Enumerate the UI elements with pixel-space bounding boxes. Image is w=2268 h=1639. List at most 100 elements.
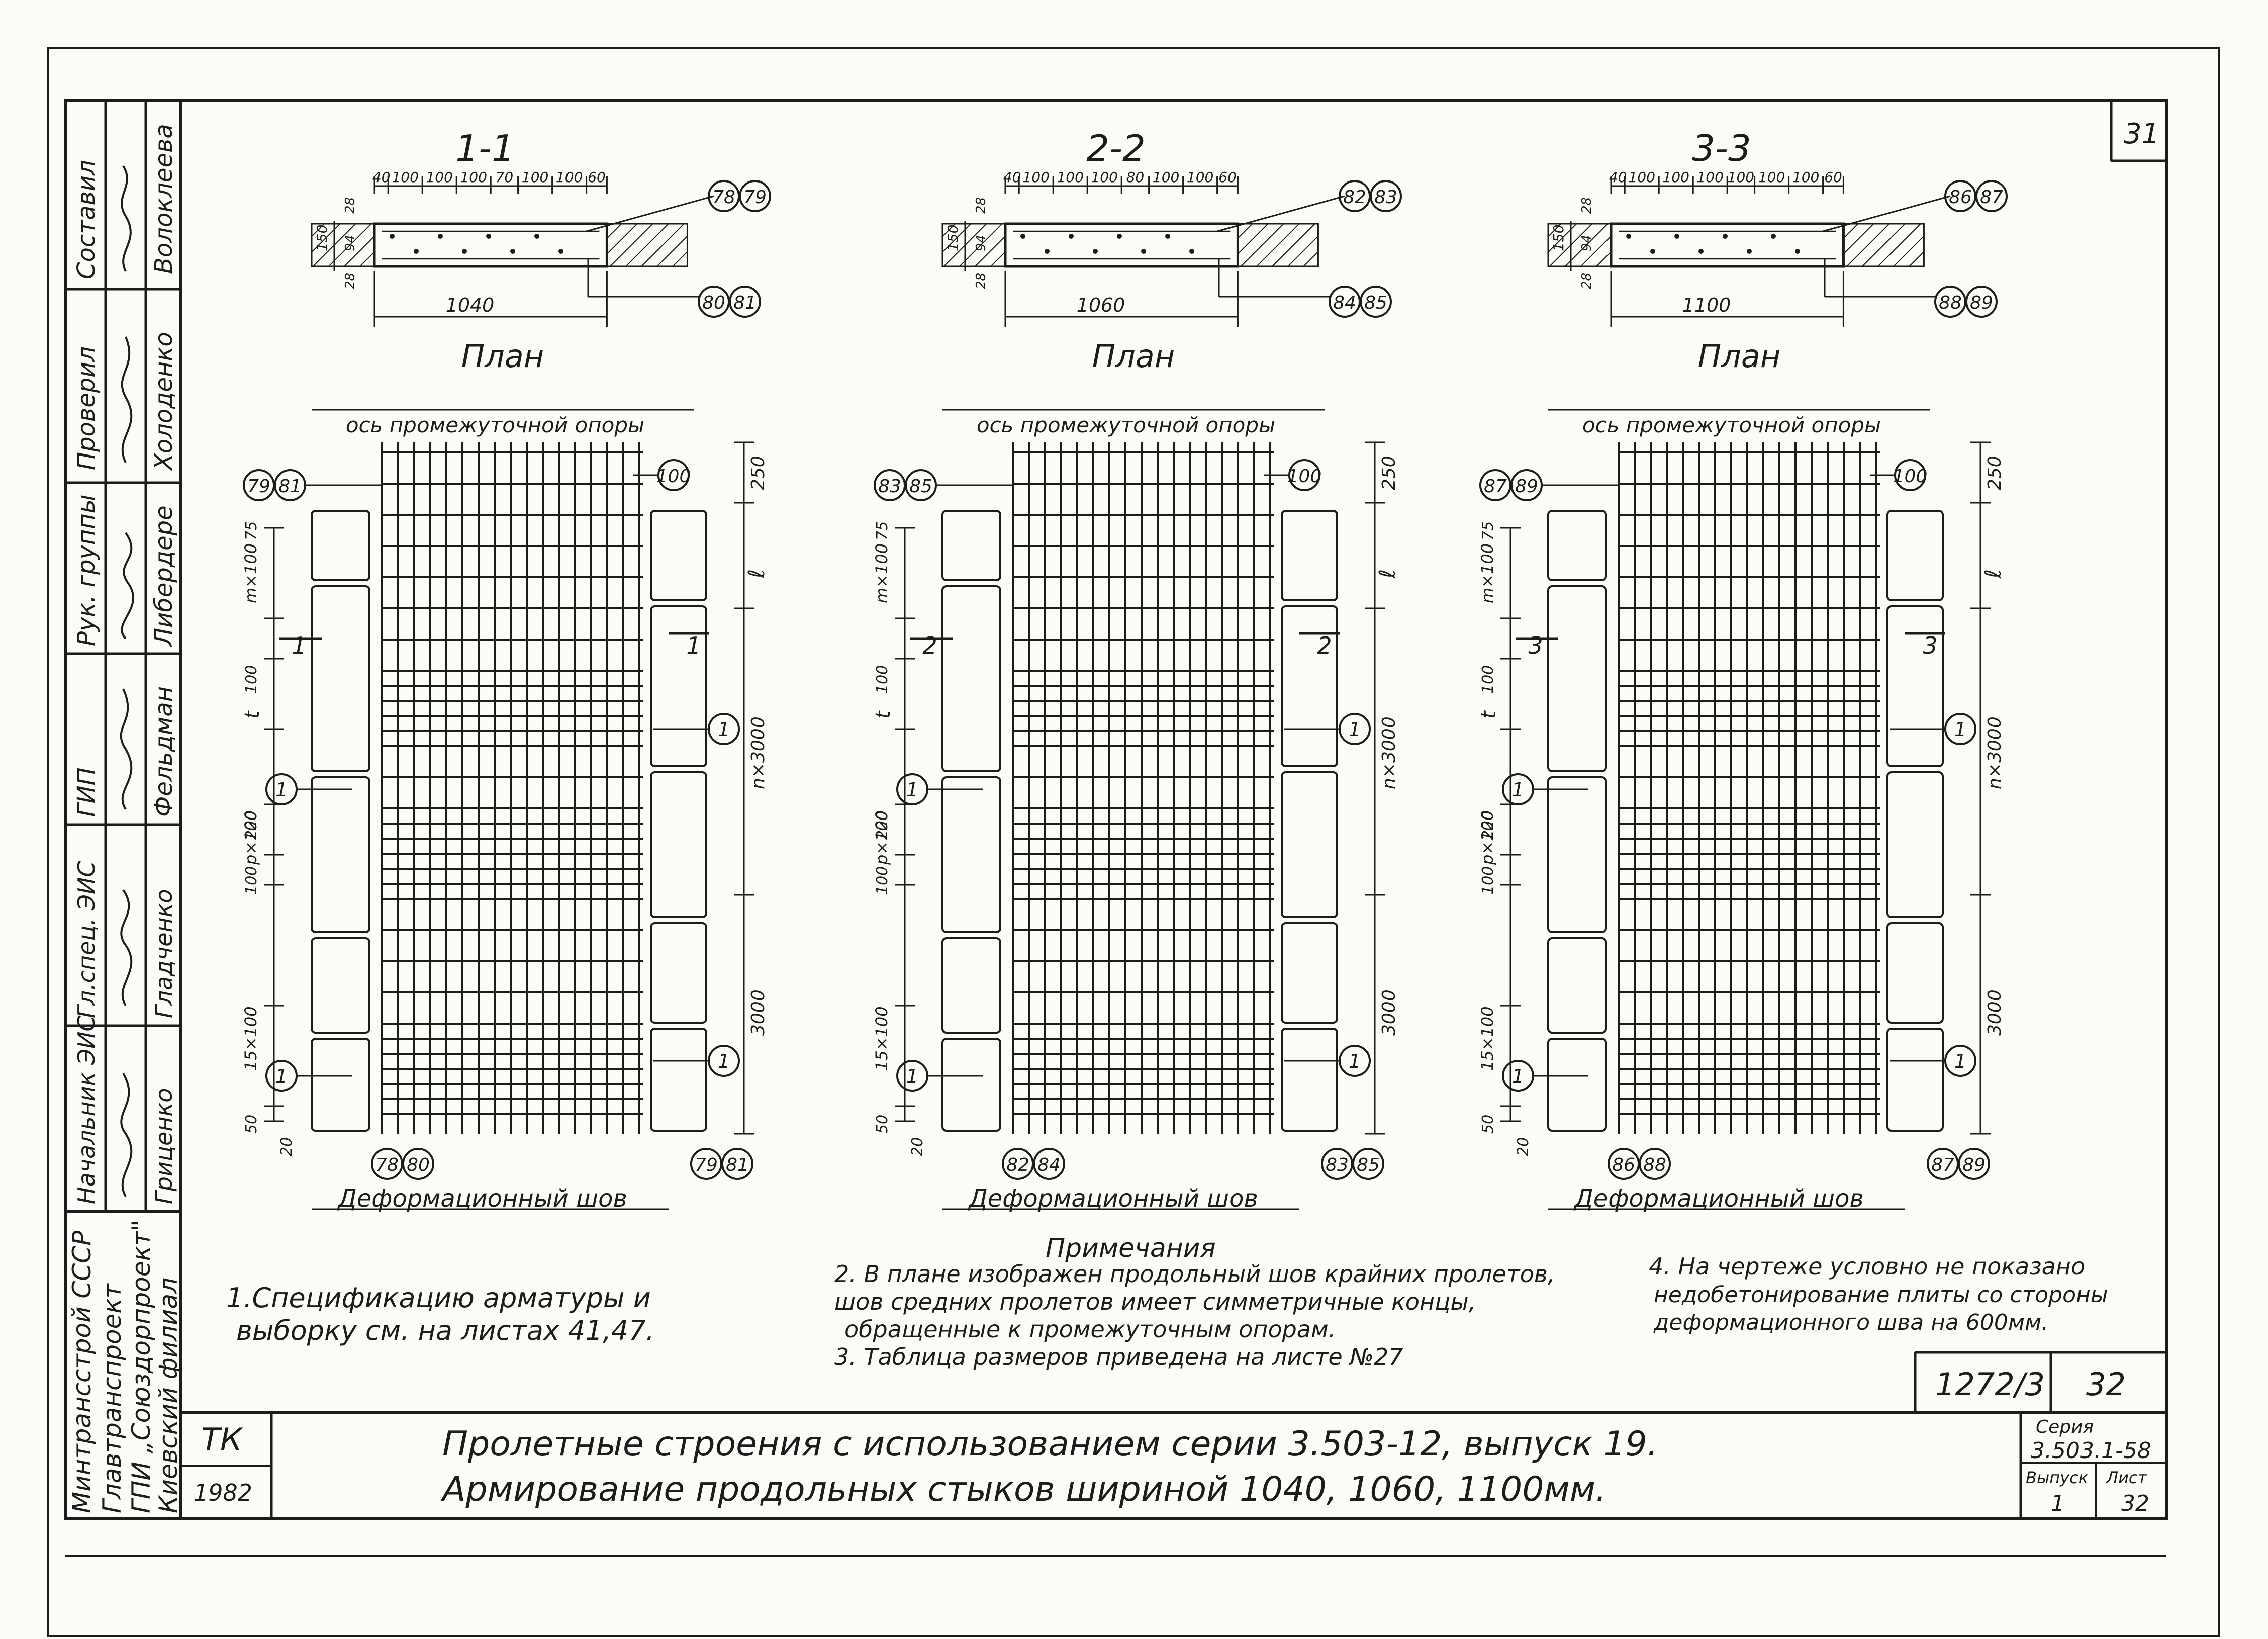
dim-t: t (241, 710, 264, 719)
dim-label: 60 (1218, 169, 1237, 186)
rebar-dot (1093, 249, 1098, 254)
sheet-value: 32 (2121, 1491, 2149, 1516)
marker-1-label: 1 (1954, 718, 1966, 741)
rebar-dot (558, 249, 563, 254)
dim-label: 70 (496, 169, 514, 186)
plan-callout-bottom-left-a-label: 82 (1006, 1155, 1029, 1175)
sheet-label: Лист (2106, 1468, 2147, 1487)
cut-label-right: 1 (686, 632, 701, 659)
issue-value: 1 (2051, 1491, 2065, 1516)
rebar-dot (486, 234, 491, 239)
plan-callout-bottom-right-a-label: 83 (1326, 1155, 1349, 1175)
issue-label: Выпуск (2026, 1468, 2089, 1487)
plan-callout-left-b-label: 85 (909, 476, 932, 497)
rebar-dot (1650, 249, 1655, 254)
marker-1-circle (1502, 1060, 1534, 1092)
tk-label: ТК (201, 1421, 244, 1458)
plan-callout-bottom-right-b-label: 85 (1357, 1155, 1380, 1175)
adjacent-slab-edge-right (650, 1028, 707, 1132)
dim-label: 100 (1696, 169, 1723, 186)
rebar-dot (1626, 234, 1631, 239)
adjacent-slab-edge-left (311, 585, 370, 772)
stamp-row-4: ГИП Фельдман (72, 686, 178, 817)
dim-label: 100 (1628, 169, 1655, 186)
plan-callout-bottom-right-b-label: 89 (1962, 1155, 1986, 1175)
rebar-dot (1020, 234, 1025, 239)
dim-label: 100 (1057, 169, 1083, 186)
callout-bottom-a-label: 88 (1939, 293, 1962, 313)
callout-top-a-label: 86 (1949, 187, 1972, 208)
height-dim-total: 150 (944, 225, 961, 251)
section-title: 2-2 (1086, 127, 1146, 169)
organization-line: Минтрансстрой СССР (67, 1230, 97, 1513)
dim-label: 80 (1126, 169, 1145, 186)
adjacent-slab-edge-left (941, 776, 1001, 933)
dim-20: 20 (278, 1137, 296, 1156)
stamp-name: Холоденко (150, 332, 178, 472)
dim-label: 100 (426, 169, 452, 186)
callout-top-b-circle (1975, 180, 2008, 212)
adjacent-slab-edge-left (1547, 776, 1607, 933)
stamp-name: Фельдман (150, 686, 178, 817)
dim-220: 220 (1479, 811, 1497, 840)
callout-top-b-label: 83 (1374, 187, 1397, 208)
width-dim-label: 1060 (1077, 294, 1125, 316)
plan-callout-left-a-label: 83 (878, 476, 901, 497)
callout-top-b-circle (739, 180, 771, 212)
stamp-name: Гладченко (150, 889, 177, 1018)
marker-1-circle (896, 773, 928, 805)
dim-100: 100 (1479, 665, 1497, 694)
dim-100: 100 (874, 866, 891, 895)
year-label: 1982 (194, 1479, 252, 1506)
adjacent-slab-edge-right (1886, 922, 1944, 1024)
width-dim-label: 1040 (446, 294, 495, 316)
height-dim-bottom: 28 (1579, 272, 1594, 289)
rebar-dot (1045, 249, 1050, 254)
sheet-number-box: 32 (2086, 1366, 2126, 1403)
marker-1-circle (896, 1060, 928, 1092)
rebar-dot (1747, 249, 1752, 254)
height-dim-bottom: 28 (974, 272, 989, 289)
dim-20: 20 (1515, 1137, 1532, 1156)
cut-label-left: 3 (1528, 632, 1543, 659)
dim-label: 100 (1091, 169, 1117, 186)
dim-label: 60 (1824, 169, 1842, 186)
note-1-line-1: 1.Спецификацию арматуры и (226, 1282, 651, 1314)
marker-1-circle (265, 1060, 298, 1092)
note-3-line-1: 3. Таблица размеров приведена на листе №… (834, 1343, 1403, 1371)
marker-1-label: 1 (718, 718, 730, 741)
dim-20: 20 (909, 1137, 926, 1156)
dim-3000: 3000 (1379, 989, 1399, 1036)
plan-callout-right-label: 100 (1893, 466, 1928, 487)
adjacent-slab-edge-left (1547, 510, 1607, 581)
rebar-dot (1723, 234, 1728, 239)
stamp-block (65, 101, 2166, 1518)
dim-label: 60 (588, 169, 606, 186)
callout-bottom-b-label: 85 (1364, 293, 1387, 313)
dim-p100: p×100 (872, 810, 891, 865)
cut-label-left: 1 (292, 632, 306, 659)
adjacent-slab-left (1547, 223, 1612, 267)
height-dim-mid: 94 (343, 235, 358, 251)
adjacent-slab-edge-left (311, 937, 370, 1034)
height-dim-top: 28 (343, 197, 358, 214)
adjacent-slab-edge-right (650, 771, 707, 918)
marker-1-label: 1 (1512, 779, 1524, 801)
note-4-line-2: недобетонирование плиты со стороны (1654, 1282, 2108, 1308)
dim-label: 100 (1153, 169, 1179, 186)
stamp-row-2: Проверил Холоденко (72, 332, 178, 472)
callout-bottom-b-label: 81 (733, 293, 757, 313)
signature (121, 165, 132, 272)
dim-50: 50 (243, 1115, 260, 1134)
section-title: 1-1 (455, 127, 515, 169)
stamp-name: Гриценко (150, 1088, 177, 1204)
marker-1-circle (708, 1045, 740, 1077)
signature (121, 336, 133, 463)
organization-block: Минтрансстрой СССР Главтранспроект ГПИ „… (67, 1220, 183, 1513)
dim-m100: m×100 (872, 543, 891, 603)
deformation-seam-label: Деформационный шов (337, 1185, 627, 1213)
adjacent-slab-left (311, 223, 375, 267)
adjacent-slab-edge-right (1281, 922, 1338, 1024)
